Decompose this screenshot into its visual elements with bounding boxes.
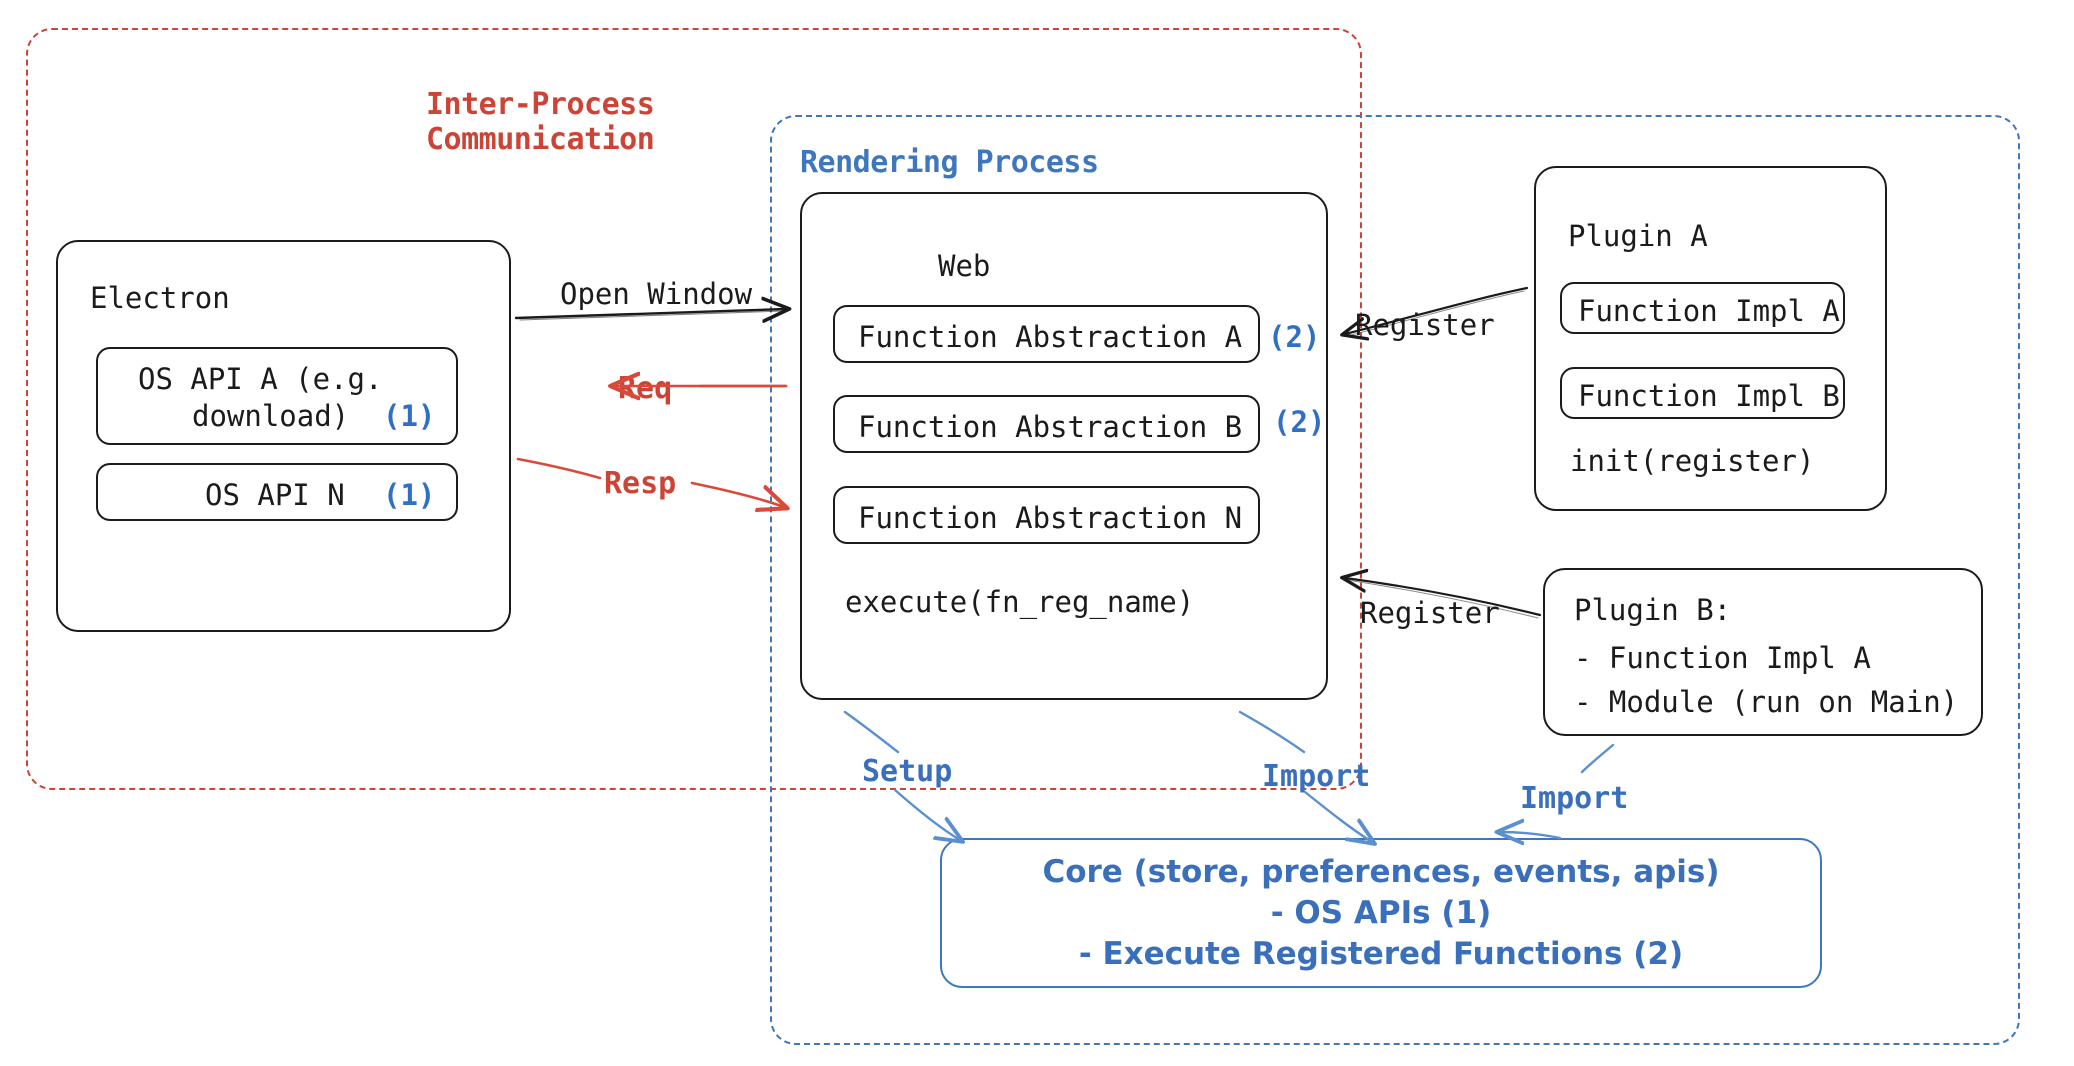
- function-abstraction-b-marker: (2): [1273, 405, 1326, 439]
- function-abstraction-a-box[interactable]: [833, 305, 1260, 363]
- plugin-a-function-impl-a-box[interactable]: [1560, 282, 1845, 334]
- os-api-n-label: OS API N: [205, 478, 345, 512]
- function-abstraction-b-box[interactable]: [833, 395, 1260, 453]
- web-title: Web: [938, 249, 991, 283]
- os-api-n-box[interactable]: [96, 463, 458, 521]
- plugin-b-title: Plugin B:: [1574, 593, 1732, 627]
- function-abstraction-n-label: Function Abstraction N: [858, 501, 1243, 535]
- region-inter-process-communication: [26, 28, 1362, 790]
- plugin-a-title: Plugin A: [1568, 219, 1708, 253]
- edge-label-req: Req: [618, 371, 673, 406]
- edge-label-setup: Setup: [862, 754, 953, 789]
- plugin-a-init-label: init(register): [1570, 444, 1815, 478]
- core-line-2: - OS APIs (1): [1270, 894, 1492, 931]
- os-api-a-label-line2: download): [192, 399, 350, 433]
- edge-label-register-b: Register: [1360, 596, 1500, 630]
- plugin-a-function-impl-b-box[interactable]: [1560, 367, 1845, 419]
- region-rendering-process: [770, 115, 2020, 1045]
- plugin-b-line-2: - Module (run on Main): [1574, 685, 1959, 719]
- region-rendering-process-label: Rendering Process: [800, 145, 1099, 180]
- plugin-b-box: [1543, 568, 1983, 736]
- edge-label-import-web: Import: [1262, 759, 1371, 794]
- function-abstraction-a-marker: (2): [1268, 320, 1321, 354]
- core-box: [940, 838, 1822, 988]
- region-ipc-label-line2: Communication: [426, 122, 655, 157]
- core-line-1: Core (store, preferences, events, apis): [1042, 854, 1720, 890]
- core-line-3: - Execute Registered Functions (2): [1078, 935, 1684, 972]
- core-text-block: Core (store, preferences, events, apis) …: [940, 852, 1822, 982]
- os-api-a-marker: (1): [383, 399, 436, 433]
- region-ipc-label-line1: Inter-Process: [426, 87, 655, 122]
- web-box: [800, 192, 1328, 700]
- function-abstraction-b-label: Function Abstraction B: [858, 410, 1243, 444]
- edge-label-register-a: Register: [1355, 308, 1495, 342]
- electron-box: [56, 240, 511, 632]
- os-api-n-marker: (1): [383, 478, 436, 512]
- electron-title: Electron: [90, 281, 230, 315]
- edge-label-open-window: Open Window: [560, 277, 753, 311]
- edge-label-resp: Resp: [604, 466, 677, 501]
- plugin-a-box: [1534, 166, 1887, 511]
- web-execute-label: execute(fn_reg_name): [845, 585, 1195, 619]
- edge-label-import-plugin: Import: [1520, 781, 1629, 816]
- function-abstraction-a-label: Function Abstraction A: [858, 320, 1243, 354]
- plugin-a-function-impl-b-label: Function Impl B: [1578, 379, 1840, 413]
- os-api-a-box[interactable]: [96, 347, 458, 445]
- function-abstraction-n-box[interactable]: [833, 486, 1260, 544]
- plugin-a-function-impl-a-label: Function Impl A: [1578, 294, 1840, 328]
- os-api-a-label-line1: OS API A (e.g.: [138, 362, 383, 396]
- plugin-b-line-1: - Function Impl A: [1574, 641, 1871, 675]
